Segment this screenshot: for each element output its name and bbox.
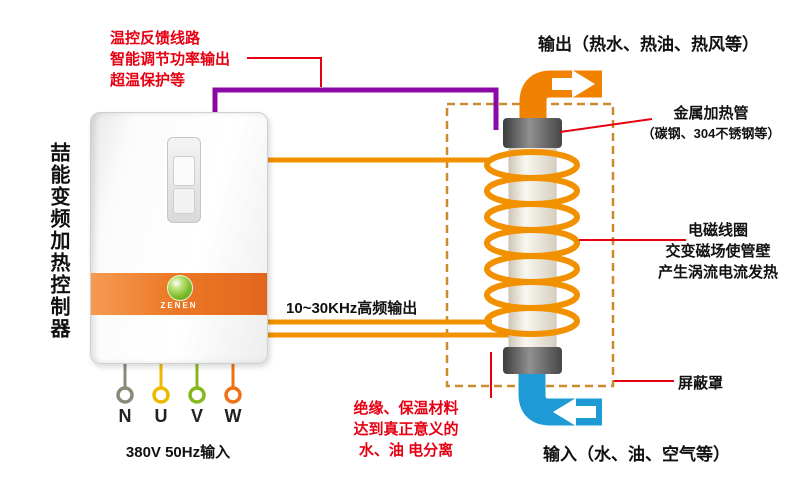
- insulation-line-3: 水、油 电分离: [358, 442, 454, 459]
- metal-tube-pointer: [559, 118, 653, 133]
- terminal-label-u: U: [154, 406, 168, 426]
- controller-display: [167, 137, 201, 223]
- brand-logo-icon: [167, 275, 193, 301]
- input-arrow-icon: [553, 398, 596, 426]
- display-window-upper: [173, 156, 195, 186]
- metal-tube-line-1: 金属加热管: [673, 105, 749, 122]
- terminal-label-n: N: [118, 406, 132, 426]
- feedback-purple-line: [212, 87, 499, 130]
- metal-tube-label: 金属加热管 （碳钢、304不锈钢等）: [625, 104, 797, 144]
- coil-line-1: 电磁线圈: [687, 222, 748, 239]
- coil-label: 电磁线圈 交变磁场使管壁 产生涡流电流发热: [638, 220, 798, 283]
- display-window-lower: [173, 188, 195, 214]
- terminal-letters: N U V W: [0, 406, 800, 436]
- metal-tube-line-2: （碳钢、304不锈钢等）: [641, 126, 781, 141]
- shield-label: 屏蔽罩: [678, 375, 724, 392]
- feedback-label: 温控反馈线路 智能调节功率输出 超温保护等: [110, 28, 230, 91]
- insulation-line-1: 绝缘、保温材料: [353, 400, 459, 417]
- electromagnetic-coil: [484, 149, 580, 337]
- heater-tube-body: [508, 139, 557, 356]
- output-arrow-icon: [552, 70, 595, 98]
- feedback-line-3: 超温保护等: [110, 72, 186, 89]
- feedback-line-1: 温控反馈线路: [110, 30, 201, 47]
- terminal-wires: [123, 362, 235, 387]
- terminal-label-v: V: [190, 406, 204, 426]
- terminal-rings: [116, 386, 242, 404]
- heater-bottom-cap: [503, 347, 562, 374]
- product-title-vertical: 喆能变频加热控制器: [47, 142, 69, 340]
- terminal-label-w: W: [224, 406, 242, 426]
- power-input-spec: 380V 50Hz输入: [125, 444, 231, 461]
- coil-line-3: 产生涡流电流发热: [657, 264, 778, 281]
- output-label: 输出（热水、热油、热风等）: [538, 35, 759, 54]
- heater-top-cap: [503, 118, 562, 148]
- controller-box: ZENEN: [90, 112, 268, 364]
- brand-text: ZENEN: [160, 301, 198, 310]
- brand-band: ZENEN: [91, 273, 267, 315]
- insulation-line-2: 达到真正意义的: [353, 421, 459, 438]
- output-pipe: [519, 70, 602, 130]
- insulation-label: 绝缘、保温材料 达到真正意义的 水、油 电分离: [336, 398, 476, 461]
- feedback-red-connector: [247, 57, 322, 87]
- feedback-line-2: 智能调节功率输出: [110, 51, 231, 68]
- coil-line-2: 交变磁场使管壁: [665, 243, 771, 260]
- hf-output-label: 10~30KHz高频输出: [286, 300, 418, 317]
- input-label: 输入（水、油、空气等）: [543, 445, 730, 464]
- input-pipe: [518, 365, 602, 426]
